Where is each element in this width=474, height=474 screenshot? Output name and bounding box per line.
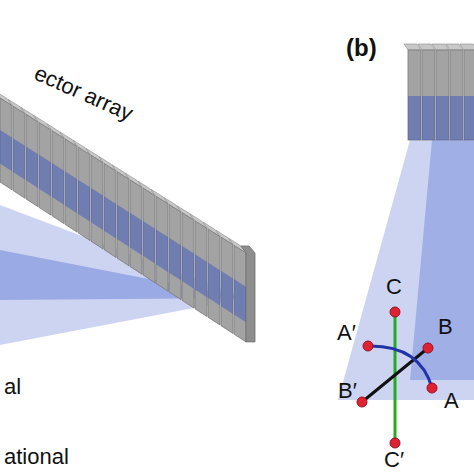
part-label: ational: [4, 446, 69, 468]
axis-line: [362, 348, 428, 402]
axis-label: B: [438, 316, 453, 338]
detector-array: [404, 44, 474, 140]
part-label: ector array: [31, 62, 136, 125]
axis-dots: [357, 307, 437, 448]
fan-beam: [0, 205, 246, 345]
fan-beam: [338, 140, 474, 400]
panel-label: (b): [346, 36, 377, 60]
detector-array: [0, 91, 255, 342]
rotation-arc: [368, 346, 432, 388]
axis-label: A: [444, 390, 459, 412]
axis-label: A′: [337, 322, 356, 344]
axis-label: C: [386, 276, 402, 298]
axis-label: C′: [384, 449, 404, 471]
fan-beam-core: [410, 140, 474, 380]
axis-label: B′: [338, 380, 357, 402]
part-label: al: [4, 376, 21, 398]
